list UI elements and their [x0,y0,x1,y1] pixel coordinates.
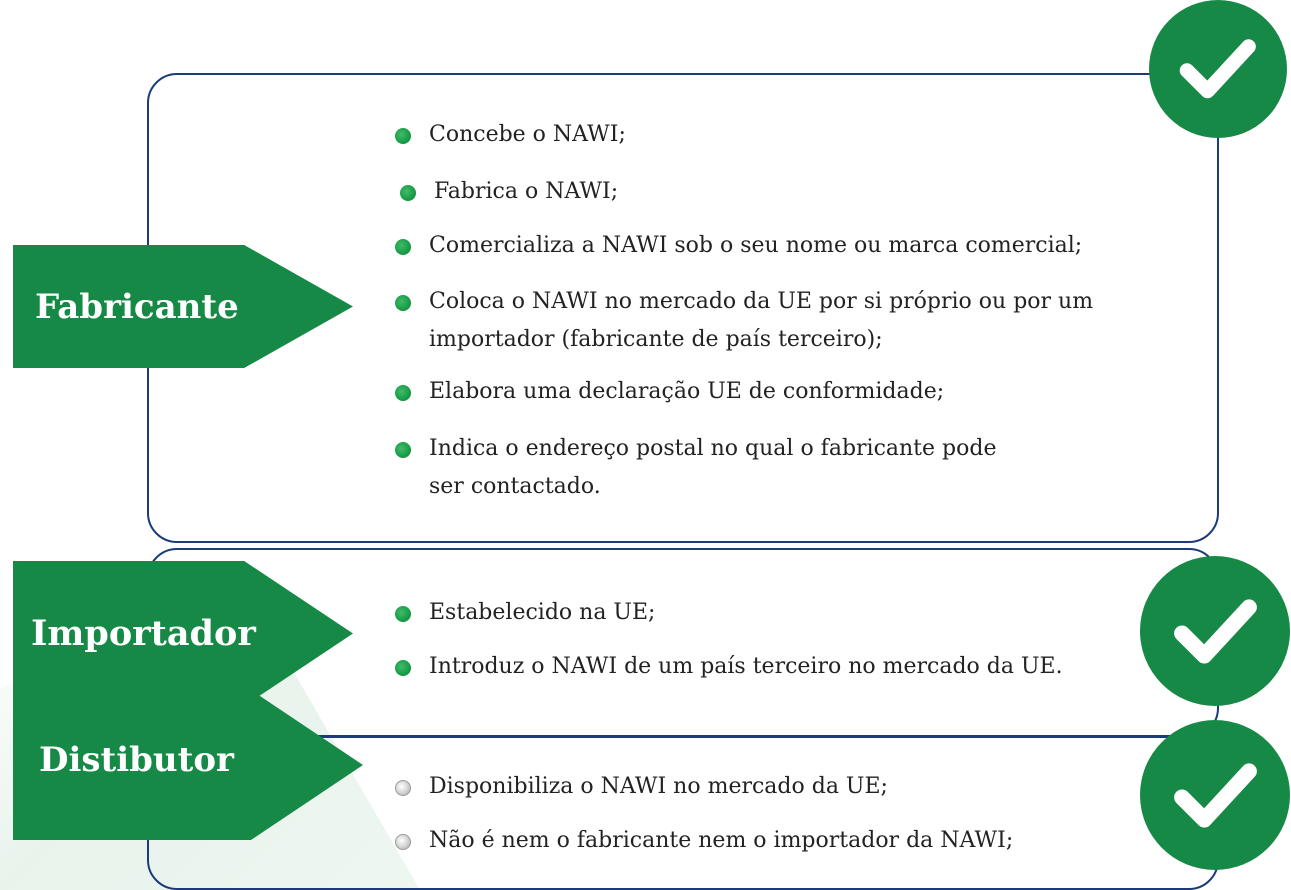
green-dot-icon [395,239,411,255]
list-item: Coloca o NAWI no mercado da UE por si pr… [395,283,1093,359]
green-dot-icon [400,185,416,201]
list-item-text: Estabelecido na UE; [429,600,656,625]
green-dot-icon [395,128,411,144]
list-item-text: Disponibiliza o NAWI no mercado da UE; [429,774,888,799]
grey-dot-icon [395,780,411,796]
list-item-text: Elabora uma declaração UE de conformidad… [429,379,945,404]
check-mark-icon [1179,39,1257,99]
list-item: Concebe o NAWI; [395,116,626,154]
list-item: Estabelecido na UE; [395,594,655,632]
list-item-text: Não é nem o fabricante nem o importador … [429,828,1014,853]
green-dot-icon [395,385,411,401]
distribuidor-label-text: Distibutor [39,740,234,780]
check-circle-icon [1140,720,1290,870]
fabricante-label-text: Fabricante [35,286,239,327]
check-mark-icon [1173,762,1257,828]
list-item: Comercializa a NAWI sob o seu nome ou ma… [395,227,1082,265]
check-circle-icon [1140,556,1290,706]
list-item: Indica o endereço postal no qual o fabri… [395,430,996,506]
importador-label: Importador [13,561,353,706]
list-item-text: Coloca o NAWI no mercado da UE por si pr… [429,289,1094,352]
grey-dot-icon [395,834,411,850]
list-item-text: Concebe o NAWI; [429,122,626,147]
list-item: Disponibiliza o NAWI no mercado da UE; [395,768,888,806]
list-item: Fabrica o NAWI; [400,173,618,211]
list-item-text: Fabrica o NAWI; [434,179,619,204]
green-dot-icon [395,442,411,458]
green-dot-icon [395,606,411,622]
green-dot-icon [395,660,411,676]
list-item-text: Introduz o NAWI de um país terceiro no m… [429,654,1063,679]
list-item: Não é nem o fabricante nem o importador … [395,822,1013,860]
list-item-text: Comercializa a NAWI sob o seu nome ou ma… [429,233,1083,258]
list-item-text: Indica o endereço postal no qual o fabri… [429,436,997,499]
list-item: Elabora uma declaração UE de conformidad… [395,373,944,411]
check-mark-icon [1173,598,1257,664]
list-item: Introduz o NAWI de um país terceiro no m… [395,648,1063,686]
importador-label-text: Importador [31,613,256,654]
check-circle-icon [1149,0,1287,138]
green-dot-icon [395,295,411,311]
